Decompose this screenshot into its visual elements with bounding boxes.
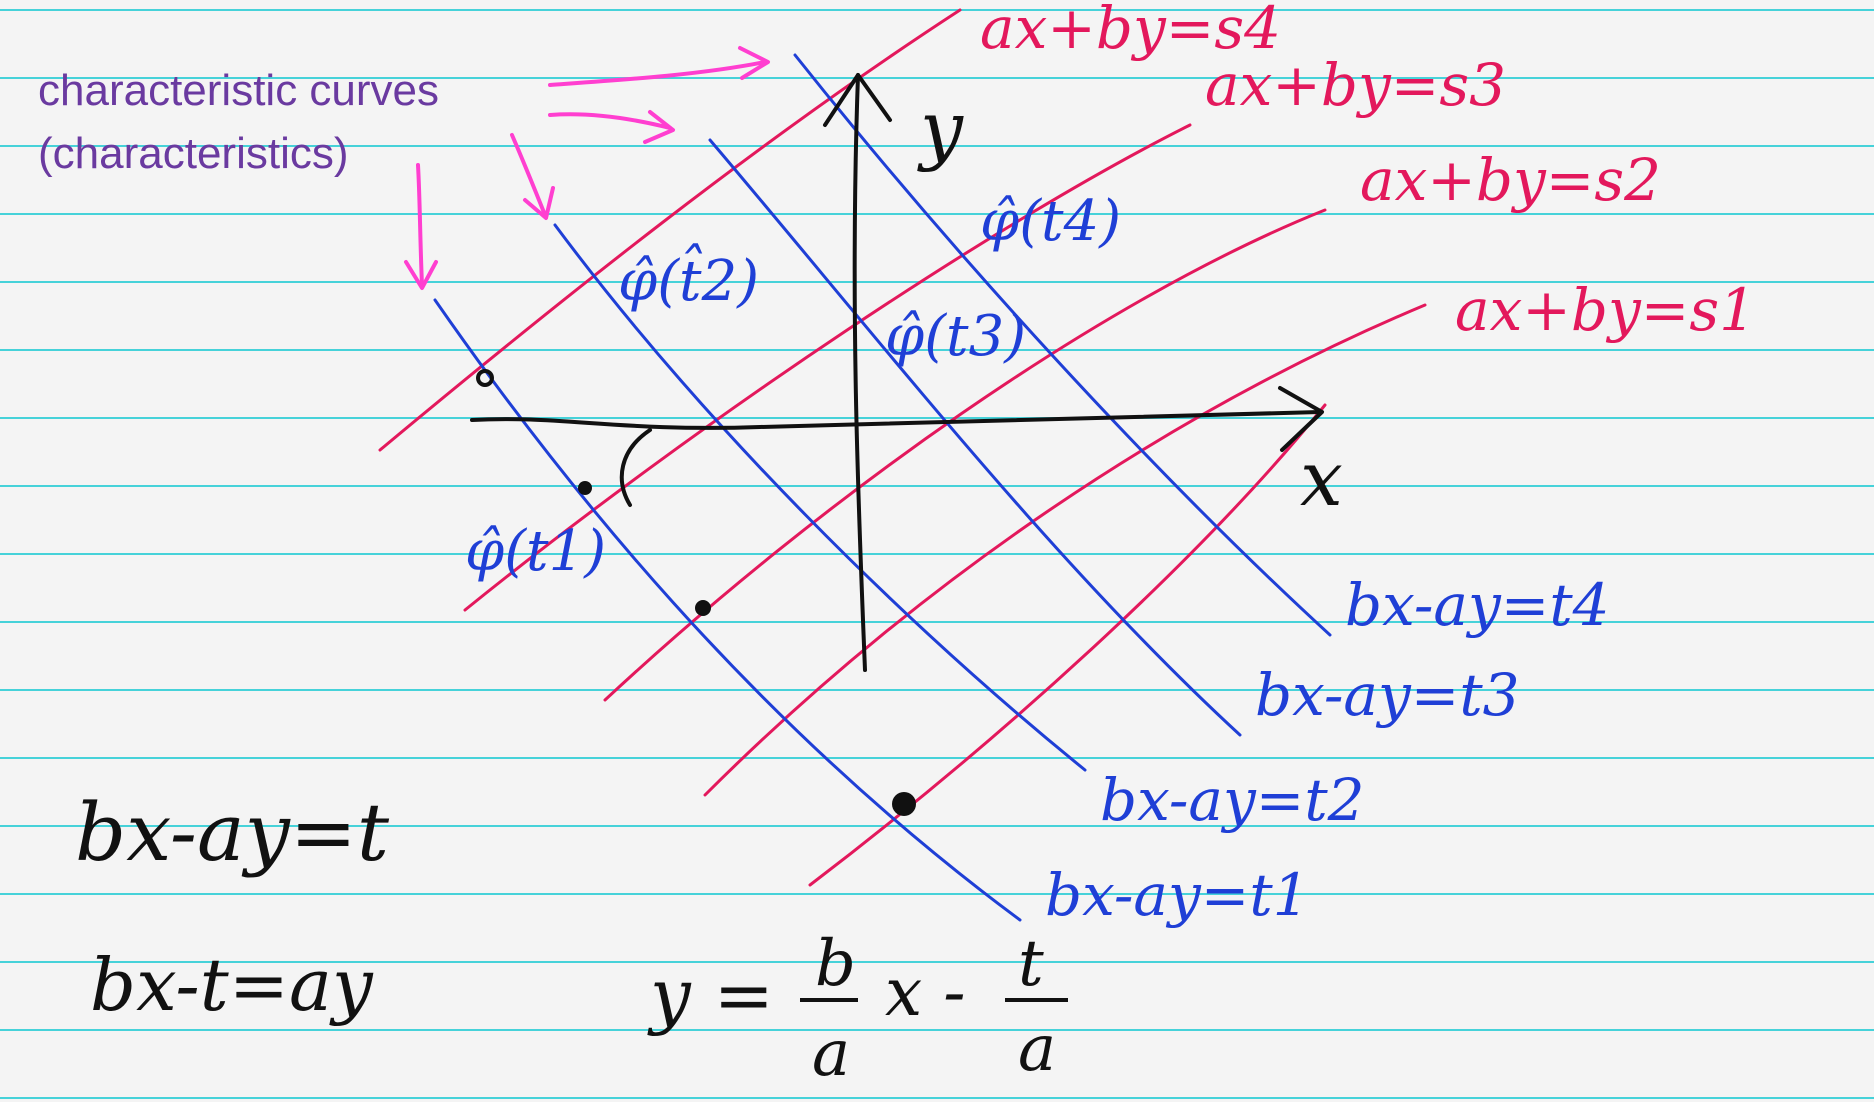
fraction-2-numerator: t <box>1018 927 1044 1001</box>
dot-top <box>476 369 494 387</box>
ruled-lines <box>0 9 1874 1099</box>
callout-arrow-1 <box>548 60 767 87</box>
x-axis-label: x <box>1300 434 1343 523</box>
derivation-line-2: bx-t=ay <box>90 943 374 1027</box>
callout-arrow-3 <box>510 133 547 217</box>
blue-line-t3 <box>708 138 1242 737</box>
dot-t3 <box>892 792 916 816</box>
callout-line-2: (characteristics) <box>38 129 349 178</box>
y-axis <box>852 73 867 672</box>
red-line-s3 <box>463 123 1192 612</box>
x-axis <box>470 410 1322 430</box>
callout-arrow-4 <box>416 163 424 287</box>
blue-equation-t2: bx-ay=t2 <box>1100 766 1365 834</box>
y-axis-arrowhead <box>823 73 892 127</box>
phi-label-t3: φ̂(t3) <box>885 304 1026 369</box>
y-axis-label: y <box>917 84 964 173</box>
derivation-x-minus: x - <box>885 954 966 1031</box>
callout-arrow-2 <box>548 112 672 130</box>
callout-arrowhead-2 <box>643 110 675 144</box>
phi-label-t2: φ̂(t̂2) <box>618 242 759 314</box>
blue-line-t2 <box>553 223 1087 772</box>
red-line-s4 <box>378 8 962 452</box>
phi-labels: φ̂(t1) φ̂(t̂2) φ̂(t3) φ̂(t4) <box>465 189 1121 584</box>
blue-line-t4 <box>793 53 1332 637</box>
red-equation-s4: ax+by=s4 <box>980 0 1281 62</box>
blue-equation-t3: bx-ay=t3 <box>1255 661 1520 729</box>
dot-t2 <box>695 600 711 616</box>
red-equation-s2: ax+by=s2 <box>1360 146 1661 214</box>
callout-arrowhead-4 <box>404 260 438 290</box>
phi-label-t4: φ̂(t4) <box>980 189 1121 254</box>
derivation-result-lhs: y = <box>647 953 774 1037</box>
callout-arrowhead-3 <box>523 186 555 220</box>
blue-equations: bx-ay=t4 bx-ay=t3 bx-ay=t2 bx-ay=t1 <box>1045 571 1610 929</box>
blue-equation-t4: bx-ay=t4 <box>1345 571 1610 639</box>
origin-mark <box>619 428 652 507</box>
callout-line-1: characteristic curves <box>38 66 439 115</box>
fraction-2-denominator: a <box>1018 1012 1056 1086</box>
fraction-1-denominator: a <box>812 1017 850 1091</box>
red-line-s1 <box>703 303 1427 797</box>
red-line-s0 <box>808 403 1327 887</box>
callout-arrowhead-1 <box>738 46 770 80</box>
callout-arrows <box>404 46 770 290</box>
blue-characteristic-lines <box>433 53 1332 922</box>
dot-t1 <box>578 481 592 495</box>
red-level-lines <box>378 8 1427 887</box>
derivation: bx-ay=t bx-t=ay y = b a x - t a <box>75 786 1068 1091</box>
red-equations: ax+by=s4 ax+by=s3 ax+by=s2 ax+by=s1 <box>980 0 1756 344</box>
intersection-dots <box>476 369 916 816</box>
blue-equation-t1: bx-ay=t1 <box>1045 861 1310 929</box>
red-equation-s3: ax+by=s3 <box>1205 51 1506 119</box>
red-equation-s1: ax+by=s1 <box>1455 276 1756 344</box>
phi-label-t1: φ̂(t1) <box>465 519 606 584</box>
axes <box>470 73 1324 672</box>
x-axis-arrowhead <box>1278 386 1324 452</box>
blue-line-t1 <box>433 298 1022 922</box>
fraction-1-numerator: b <box>815 927 856 1001</box>
derivation-line-1: bx-ay=t <box>75 786 390 879</box>
